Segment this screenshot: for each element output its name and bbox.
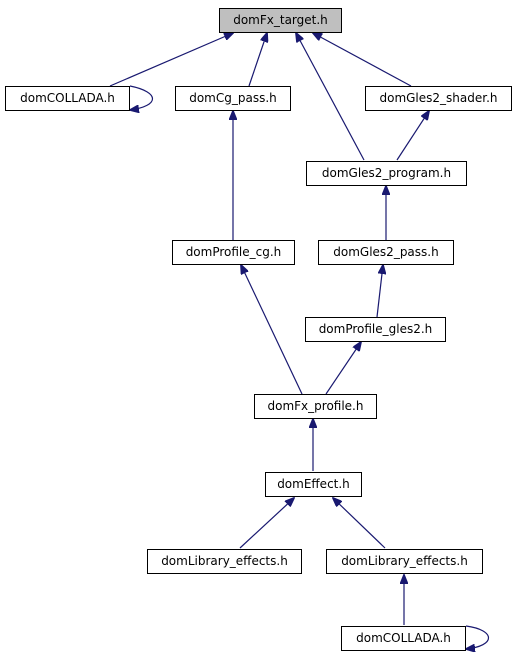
node-dom-gles2-program[interactable]: domGles2_program.h [306,161,467,186]
edge-collada-bottom-self-loop [466,625,489,649]
node-dom-gles2-shader[interactable]: domGles2_shader.h [365,86,512,111]
edge-collada-top-self-loop [130,85,153,110]
node-dom-gles2-pass[interactable]: domGles2_pass.h [318,240,454,265]
edge-gles2-shader-to-fx-target [313,33,412,87]
edge-library-left-to-effect [239,498,294,549]
edge-library-right-to-effect [333,498,386,549]
edge-cg-pass-to-fx-target [248,33,267,87]
node-dom-fx-target: domFx_target.h [219,8,342,33]
edge-profile-gles2-to-gles2-pass [376,265,383,318]
node-dom-fx-profile[interactable]: domFx_profile.h [254,394,377,419]
edge-collada-top-to-fx-target [109,33,233,87]
node-dom-effect[interactable]: domEffect.h [265,472,362,497]
node-dom-profile-gles2[interactable]: domProfile_gles2.h [305,317,446,342]
edge-fx-profile-to-profile-gles2 [325,342,361,395]
node-dom-profile-cg[interactable]: domProfile_cg.h [172,240,295,265]
edge-fx-profile-to-profile-cg [241,265,303,395]
node-dom-library-effects-left[interactable]: domLibrary_effects.h [147,549,302,574]
edge-gles2-program-to-gles2-shader [396,111,429,161]
node-dom-collada-top[interactable]: domCOLLADA.h [5,86,130,111]
edge-gles2-program-to-fx-target [296,33,365,161]
node-dom-library-effects-right[interactable]: domLibrary_effects.h [326,549,483,574]
node-dom-collada-bottom[interactable]: domCOLLADA.h [341,626,466,651]
node-dom-cg-pass[interactable]: domCg_pass.h [175,86,291,111]
